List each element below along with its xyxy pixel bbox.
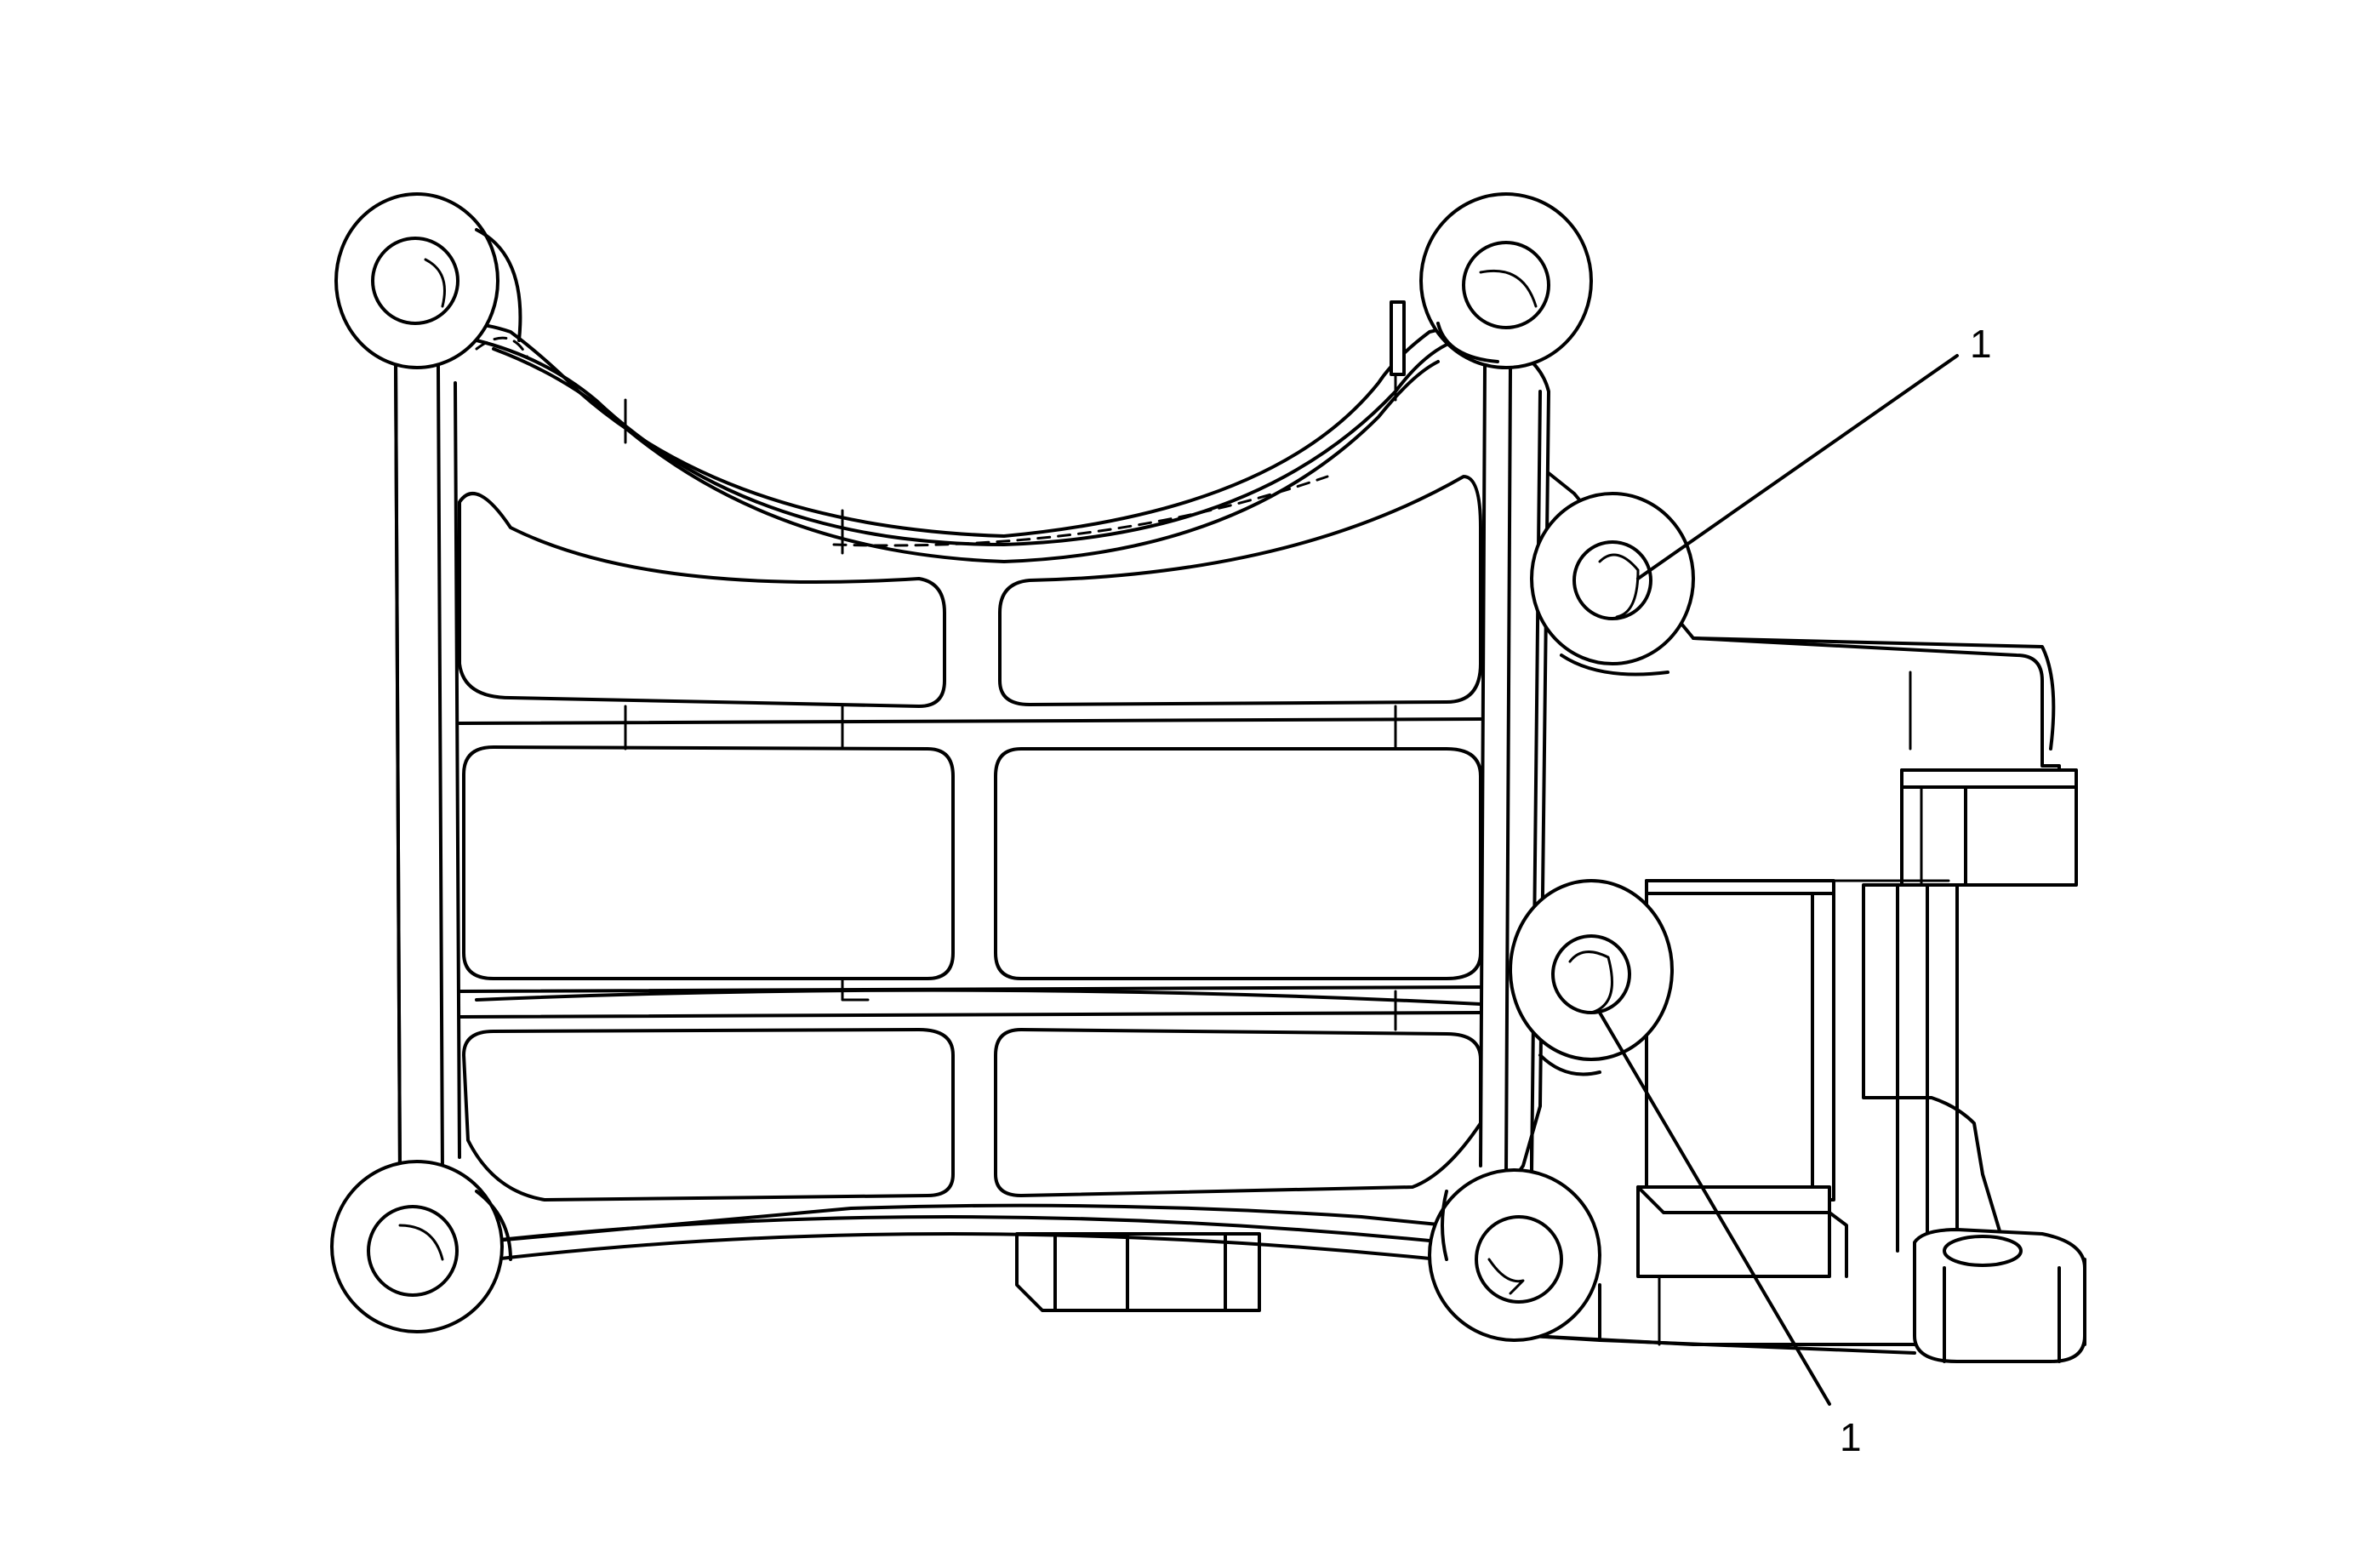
callout-upper: 1 (1636, 322, 1992, 580)
right-housing (1530, 458, 2086, 1363)
callout-label: 1 (1840, 1415, 1862, 1459)
corner-boss-bottom-left (330, 1160, 512, 1333)
mounting-boss-upper (1530, 492, 1695, 676)
mounting-boss-lower (1509, 879, 1674, 1076)
corner-boss-top-left (334, 192, 522, 369)
callout-label: 1 (1970, 322, 1992, 366)
hex-nut (1015, 1232, 1261, 1312)
bracket-body (394, 300, 1550, 1261)
corner-boss-top-right (1419, 192, 1593, 369)
corner-boss-bottom-right (1428, 1168, 1601, 1342)
callout-lower: 1 (1598, 1011, 1862, 1459)
